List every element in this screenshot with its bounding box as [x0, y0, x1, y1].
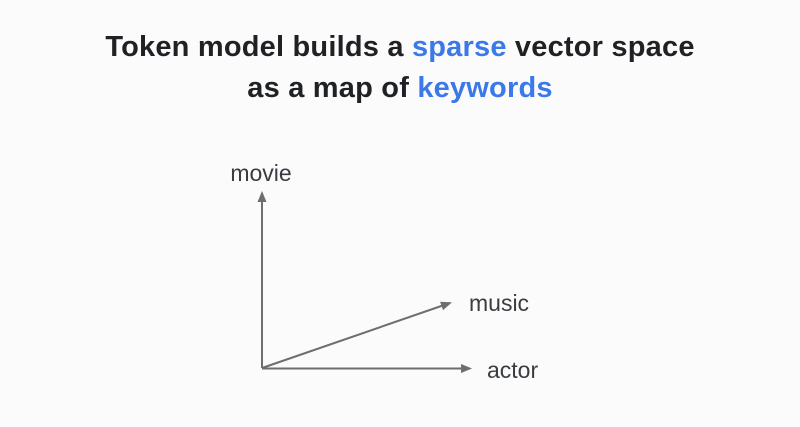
title-text-segment: vector space [506, 31, 695, 63]
title-highlight-keywords: keywords [417, 72, 553, 104]
movie-axis-label: movie [230, 160, 291, 186]
title-line-1: Token model builds a sparse vector space [0, 27, 800, 68]
music-vector-label: music [469, 290, 529, 316]
title-highlight-sparse: sparse [411, 31, 507, 63]
title-text-segment: as a map of [247, 72, 418, 104]
title-line-2: as a map of keywords [0, 68, 800, 109]
actor-axis-label: actor [487, 357, 538, 383]
music-vector-line [261, 301, 452, 369]
title-text-segment: Token model builds a [105, 31, 412, 63]
slide-title: Token model builds a sparse vector space… [0, 27, 800, 109]
